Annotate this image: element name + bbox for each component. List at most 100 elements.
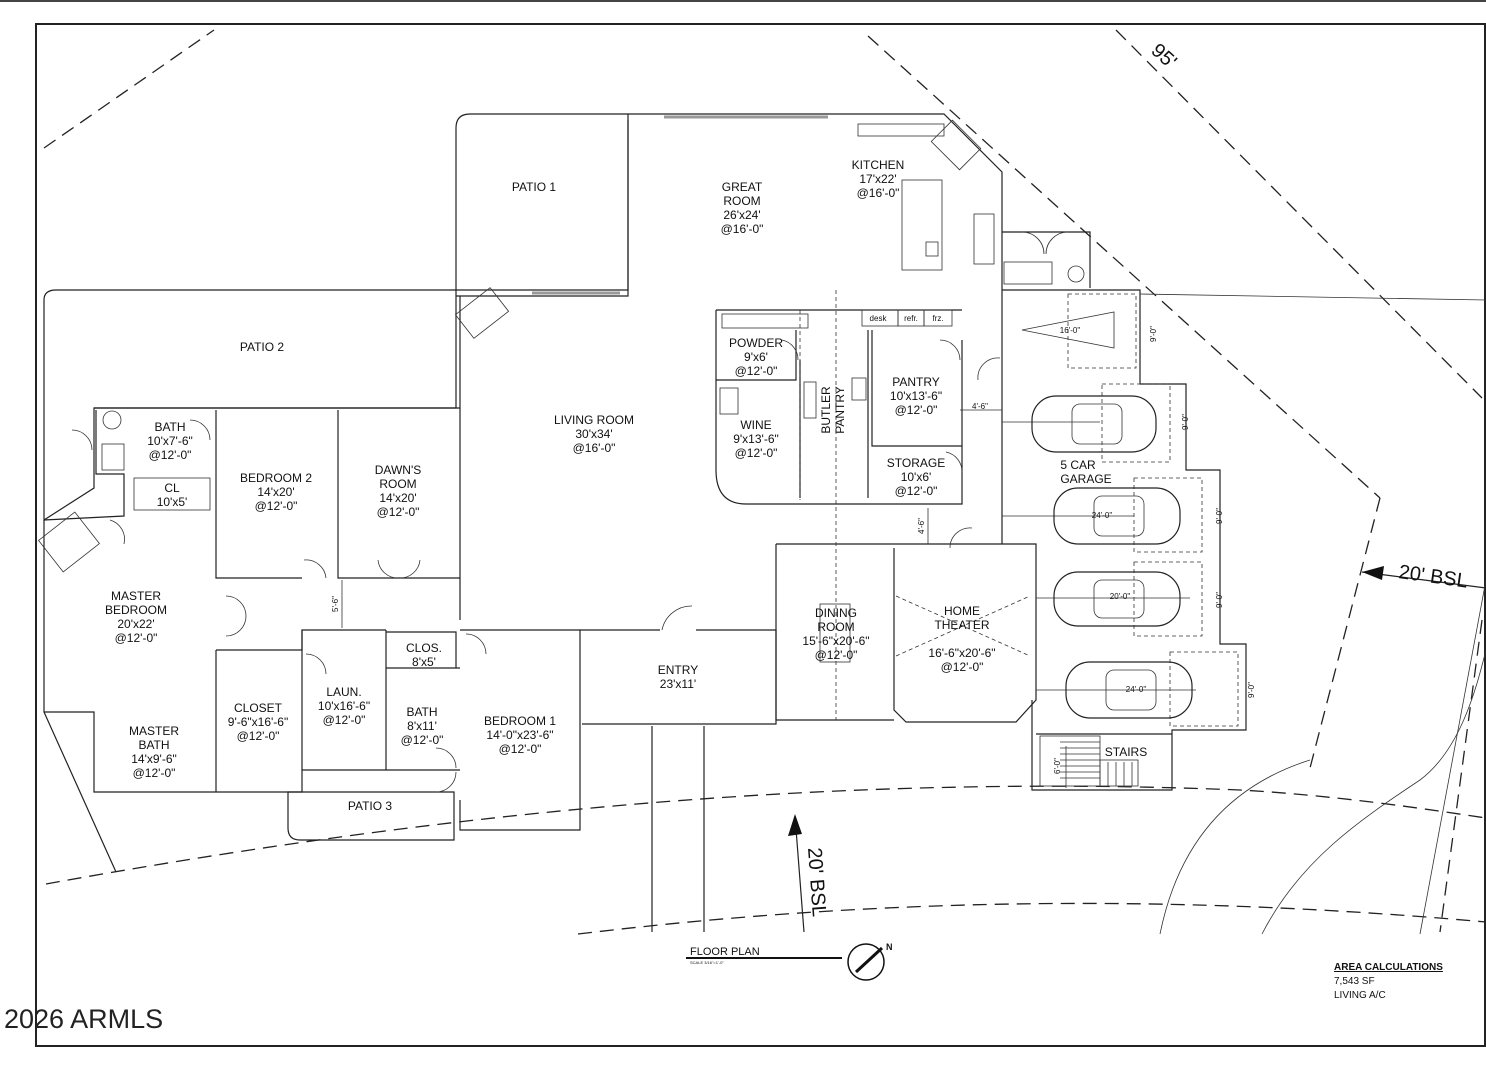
patio-1-label: PATIO 1 (512, 180, 557, 194)
living-room-label: LIVING ROOM (554, 413, 634, 427)
dining-room-label-2: ROOM (817, 620, 854, 634)
home-theater-size: 16'-6"x20'-6" (928, 646, 995, 660)
home-theater-label-2: THEATER (934, 618, 989, 632)
clos-size: 8'x5' (412, 655, 436, 669)
pantry-label: PANTRY (892, 375, 940, 389)
bedroom-2-label: BEDROOM 2 (240, 471, 312, 485)
car-4 (1065, 661, 1193, 719)
bedroom-1-ceiling: @12'-0" (499, 742, 542, 756)
laundry-ceiling: @12'-0" (323, 713, 366, 727)
great-room-label-2: ROOM (723, 194, 760, 208)
bedroom-1-label: BEDROOM 1 (484, 714, 556, 728)
north-label: N (886, 942, 893, 952)
dim-9ft-d: 9'-0" (1215, 592, 1224, 608)
entry-walkway (651, 726, 705, 932)
bedroom-2-size: 14'x20' (257, 485, 294, 499)
area-calculations: AREA CALCULATIONS 7,543 SF LIVING A/C (1334, 961, 1443, 1003)
stairs-label: STAIRS (1105, 745, 1147, 759)
desk-label: desk (870, 314, 888, 323)
floor-plan-title: FLOOR PLAN (690, 946, 760, 958)
dim-16ft: 16'-0" (1060, 326, 1081, 335)
car-3 (1053, 571, 1181, 627)
stairs-steps (1060, 741, 1133, 786)
frz-label: frz. (932, 314, 943, 323)
master-bath-label-1: MASTER (129, 724, 179, 738)
bedroom-1-size: 14'-0"x23'-6" (486, 728, 553, 742)
bath-a-size: 10'x7'-6" (147, 434, 193, 448)
dim-20ft: 20'-0" (1110, 592, 1131, 601)
fixtures (38, 119, 1139, 793)
home-theater-label-1: HOME (944, 604, 980, 618)
front-setback-label: 20' BSL (803, 847, 830, 918)
bath-b-label: BATH (406, 705, 437, 719)
master-bedroom-size: 20'x22' (117, 617, 154, 631)
entry-size: 23'x11' (660, 677, 696, 691)
storage-size: 10'x6' (901, 470, 932, 484)
laundry-label: LAUN. (326, 685, 361, 699)
great-room-ceiling: @16'-0" (721, 222, 764, 236)
patio-2-label: PATIO 2 (240, 340, 285, 354)
pantry-vert-label: PANTRY (833, 386, 847, 434)
closet-ceiling: @12'-0" (237, 729, 280, 743)
north-arrow (847, 943, 885, 981)
area-label: LIVING A/C (1334, 990, 1386, 1001)
kitchen-size: 17'x22' (859, 172, 896, 186)
watermark: 2026 ARMLS (4, 1004, 164, 1034)
property-lines (43, 29, 1486, 935)
entry-label: ENTRY (658, 663, 698, 677)
garage-bays (341, 293, 1239, 788)
clos-label: CLOS. (406, 641, 442, 655)
dim-9ft-a: 9'-0" (1149, 326, 1158, 342)
master-bedroom-ceiling: @12'-0" (115, 631, 158, 645)
dawns-room-label-2: ROOM (379, 477, 416, 491)
kitchen-label: KITCHEN (852, 158, 905, 172)
car-2 (1053, 487, 1181, 545)
title-block: FLOOR PLAN SCALE 3/16"=1'-0" N (686, 942, 893, 981)
garage-label-2: GARAGE (1060, 472, 1111, 486)
storage-ceiling: @12'-0" (895, 484, 938, 498)
dimension-labels: 16'-0" 24'-0" 20'-0" 24'-0" 9'-0" 9'-0" … (331, 326, 1256, 774)
master-bath-ceiling: @12'-0" (133, 766, 176, 780)
master-bedroom-label-2: BEDROOM (105, 603, 167, 617)
appliance-labels: desk refr. frz. (861, 309, 953, 327)
great-room-size: 26'x24' (723, 208, 760, 222)
dim-9ft-b: 9'-0" (1181, 414, 1190, 430)
butler-label: BUTLER (819, 386, 833, 434)
patio-3-label: PATIO 3 (348, 799, 393, 813)
pantry-size: 10'x13'-6" (890, 389, 942, 403)
dawns-room-size: 14'x20' (379, 491, 416, 505)
closet-label: CLOSET (234, 701, 283, 715)
powder-size: 9'x6' (744, 350, 768, 364)
closet-size: 9'-6"x16'-6" (228, 715, 288, 729)
area-heading: AREA CALCULATIONS (1334, 962, 1443, 973)
side-setback-marker: 20' BSL (1361, 561, 1486, 593)
area-value: 7,543 SF (1334, 976, 1375, 987)
living-room-size: 30'x34' (575, 427, 612, 441)
dim-24ft-b: 24'-0" (1126, 685, 1147, 694)
side-setback-label: 20' BSL (1397, 561, 1469, 592)
wine-size: 9'x13'-6" (733, 432, 779, 446)
floor-plan-scale: SCALE 3/16"=1'-0" (690, 960, 724, 965)
dim-24ft-a: 24'-0" (1092, 511, 1113, 520)
living-room-ceiling: @16'-0" (573, 441, 616, 455)
dim-6ft: 6'-0" (1053, 758, 1062, 774)
cl-label: CL (164, 481, 180, 495)
dawns-room-label-1: DAWN'S (375, 463, 422, 477)
cl-size: 10'x5' (157, 495, 188, 509)
kitchen-ceiling: @16'-0" (857, 186, 900, 200)
room-labels: PATIO 1 PATIO 2 PATIO 3 GREAT ROOM 26'x2… (105, 158, 1147, 813)
bath-a-label: BATH (154, 420, 185, 434)
bath-b-size: 8'x11' (407, 719, 437, 733)
car-1 (1031, 395, 1157, 453)
laundry-size: 10'x16'-6" (318, 699, 370, 713)
dim-9ft-c: 9'-0" (1215, 508, 1224, 524)
bath-a-ceiling: @12'-0" (149, 448, 192, 462)
master-bath-label-2: BATH (138, 738, 169, 752)
dining-room-size: 15'-6"x20'-6" (802, 634, 869, 648)
wine-ceiling: @12'-0" (735, 446, 778, 460)
great-room-label-1: GREAT (722, 180, 763, 194)
garage-label-1: 5 CAR (1060, 458, 1096, 472)
bedroom-2-ceiling: @12'-0" (255, 499, 298, 513)
dim-4ft6-a: 4'-6" (972, 402, 988, 411)
